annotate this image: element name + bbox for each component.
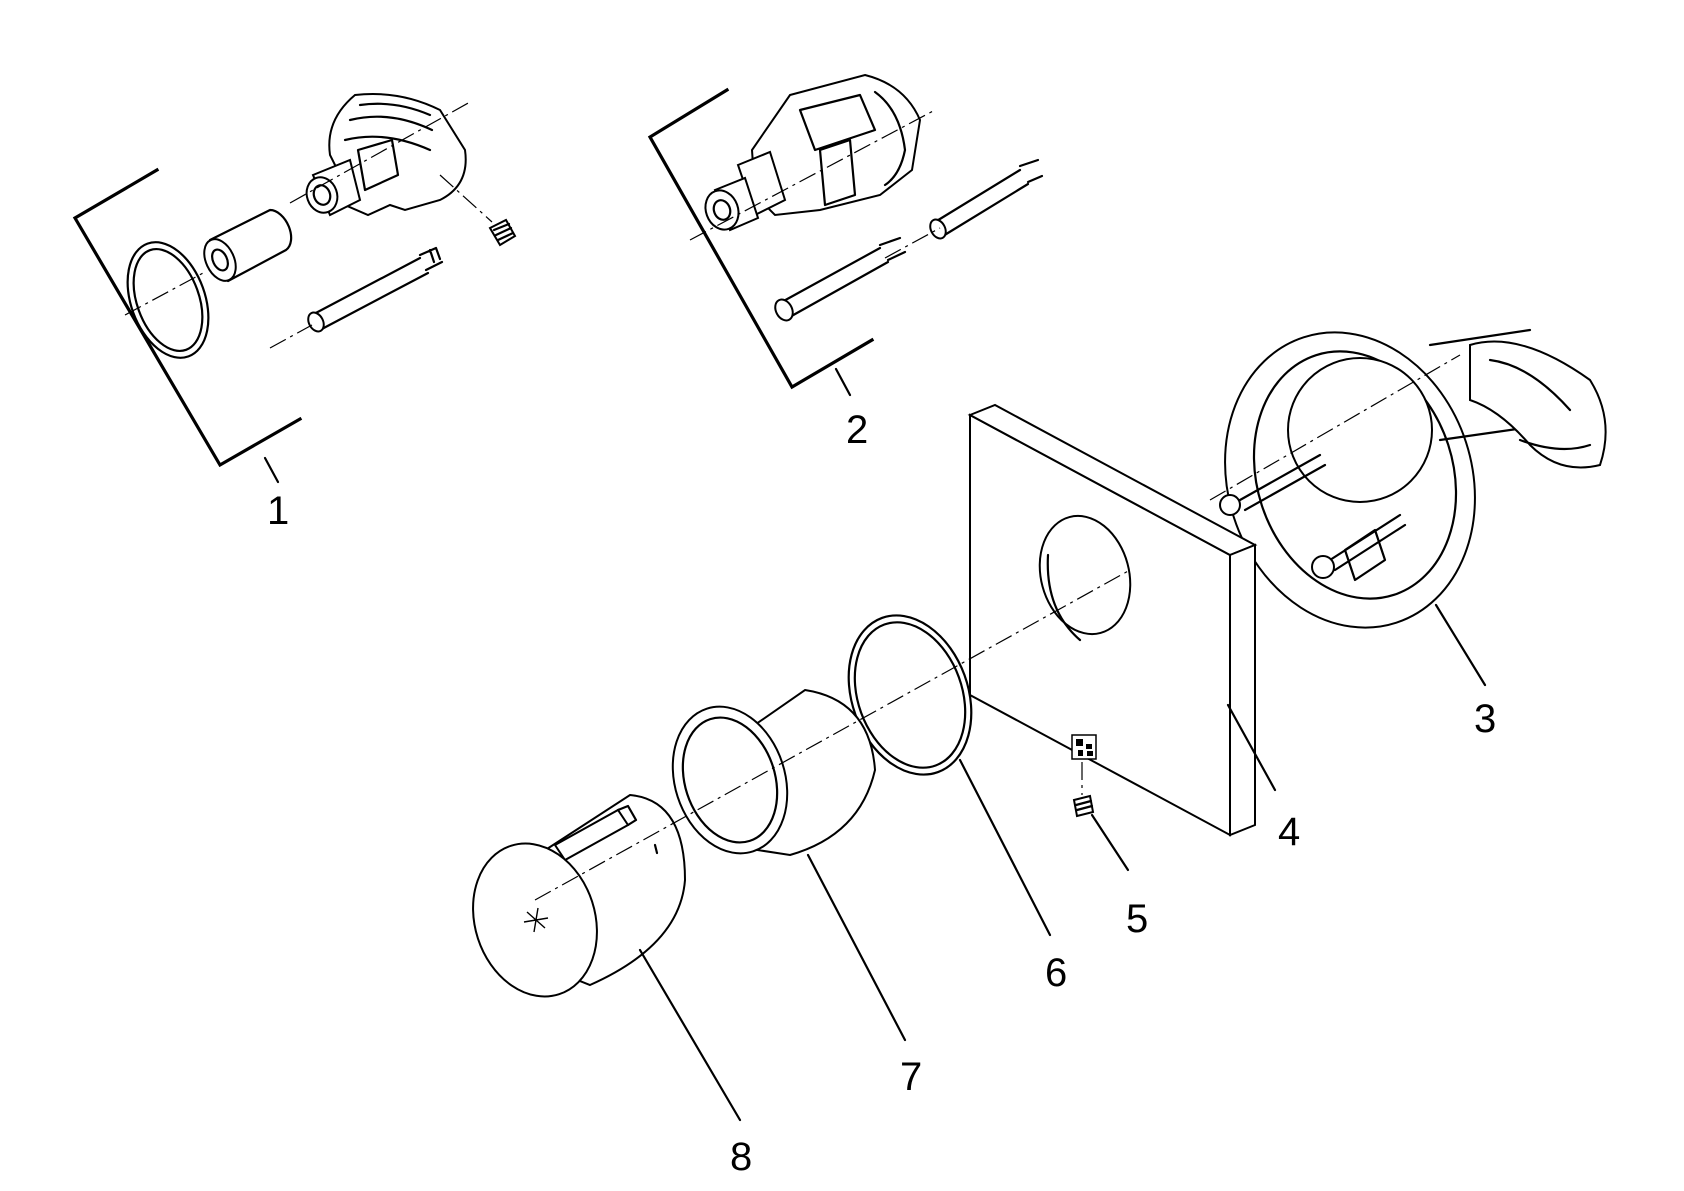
part-4-cover-plate <box>967 403 1277 837</box>
part-group-2 <box>647 73 1044 397</box>
bracket-2 <box>647 87 875 390</box>
leader-4 <box>1226 703 1277 792</box>
cartridge-1 <box>305 93 467 217</box>
label-part-4: 4 <box>1278 810 1300 854</box>
assembly-axis <box>534 569 1131 901</box>
leader-3 <box>1434 603 1487 687</box>
part-7-sleeve <box>671 688 907 1042</box>
label-part-8: 8 <box>730 1135 752 1179</box>
part-group-1 <box>72 93 517 484</box>
leader-6 <box>958 758 1052 937</box>
leader-2 <box>834 367 852 397</box>
label-part-2: 2 <box>846 408 868 452</box>
part-5-grub-screw <box>1072 762 1130 872</box>
leader-7 <box>806 853 907 1042</box>
cartridge-2 <box>704 73 922 232</box>
leader-5 <box>1090 813 1130 872</box>
leader-1 <box>263 456 280 484</box>
part-3-mounting-frame <box>1209 328 1607 687</box>
label-part-5: 5 <box>1126 897 1148 941</box>
o-ring-1 <box>126 241 210 359</box>
part-8-handle <box>472 793 742 1122</box>
stem-2a <box>774 236 907 322</box>
label-part-3: 3 <box>1474 697 1496 741</box>
stem-1 <box>307 246 444 333</box>
product-mark <box>1071 734 1097 760</box>
label-part-7: 7 <box>900 1055 922 1099</box>
leader-8 <box>638 948 742 1122</box>
stem-2b <box>929 158 1044 240</box>
bushing-1 <box>203 208 293 283</box>
bracket-1 <box>72 167 303 468</box>
grub-screw-1 <box>488 218 517 247</box>
label-part-6: 6 <box>1045 951 1067 995</box>
label-part-1: 1 <box>267 489 289 533</box>
